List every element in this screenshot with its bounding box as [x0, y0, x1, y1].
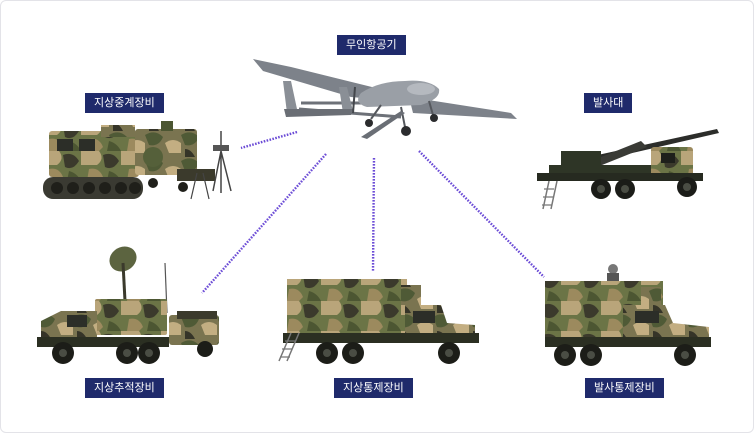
tracking-vehicle-icon [37, 246, 219, 364]
launcher-truck-icon [537, 129, 719, 210]
label-ground-relay: 지상중계장비 [85, 93, 164, 113]
link-to-ground-control [371, 157, 376, 272]
label-launcher: 발사대 [584, 93, 633, 113]
link-to-ground-relay [240, 130, 298, 150]
label-ground-tracking: 지상추적장비 [85, 378, 164, 398]
relay-vehicle-icon [43, 121, 232, 200]
link-to-launch-control [418, 150, 545, 278]
label-launch-control: 발사통제장비 [585, 378, 664, 398]
link-to-ground-tracking [201, 153, 327, 294]
uav-icon [253, 59, 517, 139]
control-truck-icon [278, 279, 479, 364]
label-uav: 무인항공기 [337, 35, 406, 55]
label-ground-control: 지상통제장비 [334, 378, 413, 398]
launch-control-truck-icon [545, 264, 711, 366]
